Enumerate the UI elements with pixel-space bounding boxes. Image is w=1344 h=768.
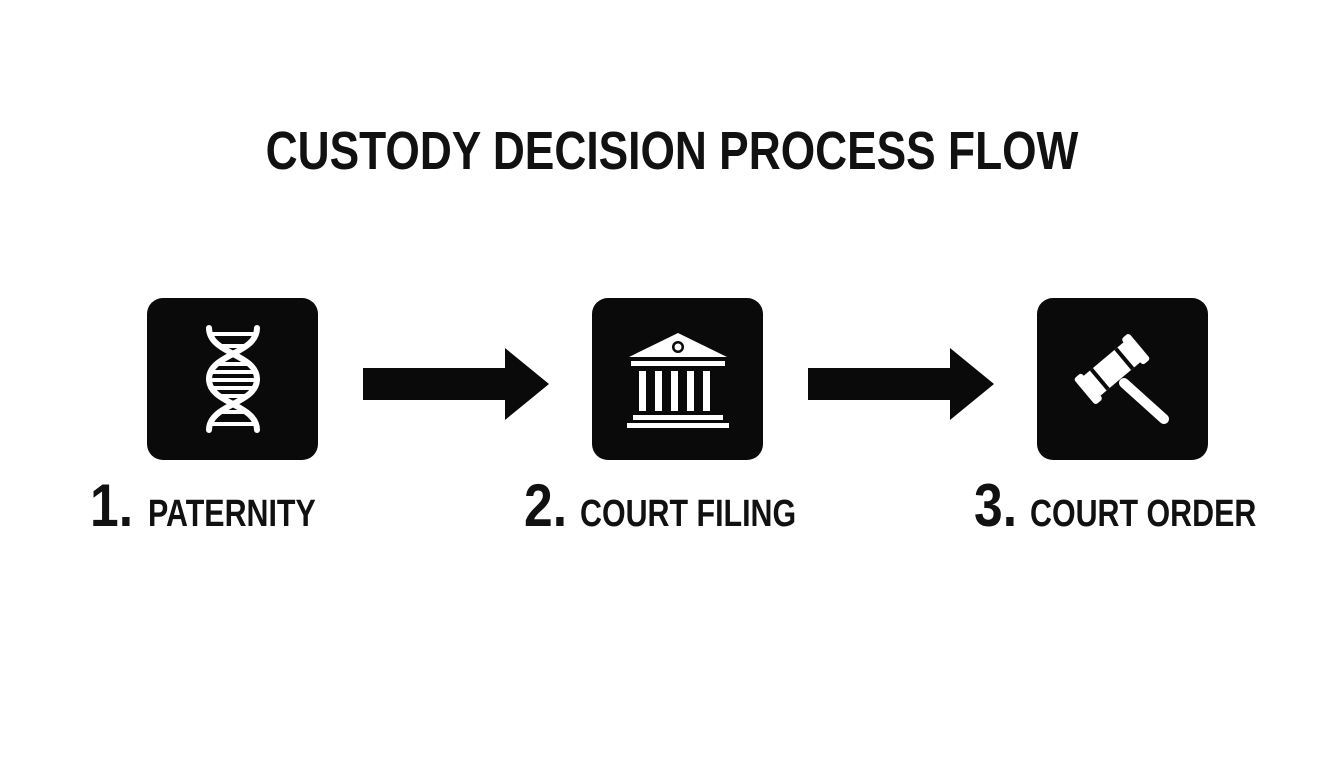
step-2-label: 2. COURT FILING [524,470,850,542]
dna-icon [205,325,260,433]
step-2-text: COURT FILING [580,493,797,535]
step-3-number: 3. [974,472,1018,539]
step-3-text: COURT ORDER [1030,493,1257,535]
gavel-icon [1074,334,1169,424]
diagram-title: CUSTODY DECISION PROCESS FLOW [265,121,1079,181]
courthouse-icon [626,333,729,428]
step-1-label: 1. PATERNITY [90,470,358,542]
step-3-label: 3. COURT ORDER [974,470,1313,542]
step-1-tile [147,298,318,460]
flow-arrow-2 [808,348,994,420]
step-3-tile [1037,298,1208,460]
step-1-text: PATERNITY [148,493,316,535]
flow-arrow-1 [363,348,549,420]
step-1-number: 1. [90,472,134,539]
step-2-tile [592,298,763,460]
step-2-number: 2. [524,472,568,539]
